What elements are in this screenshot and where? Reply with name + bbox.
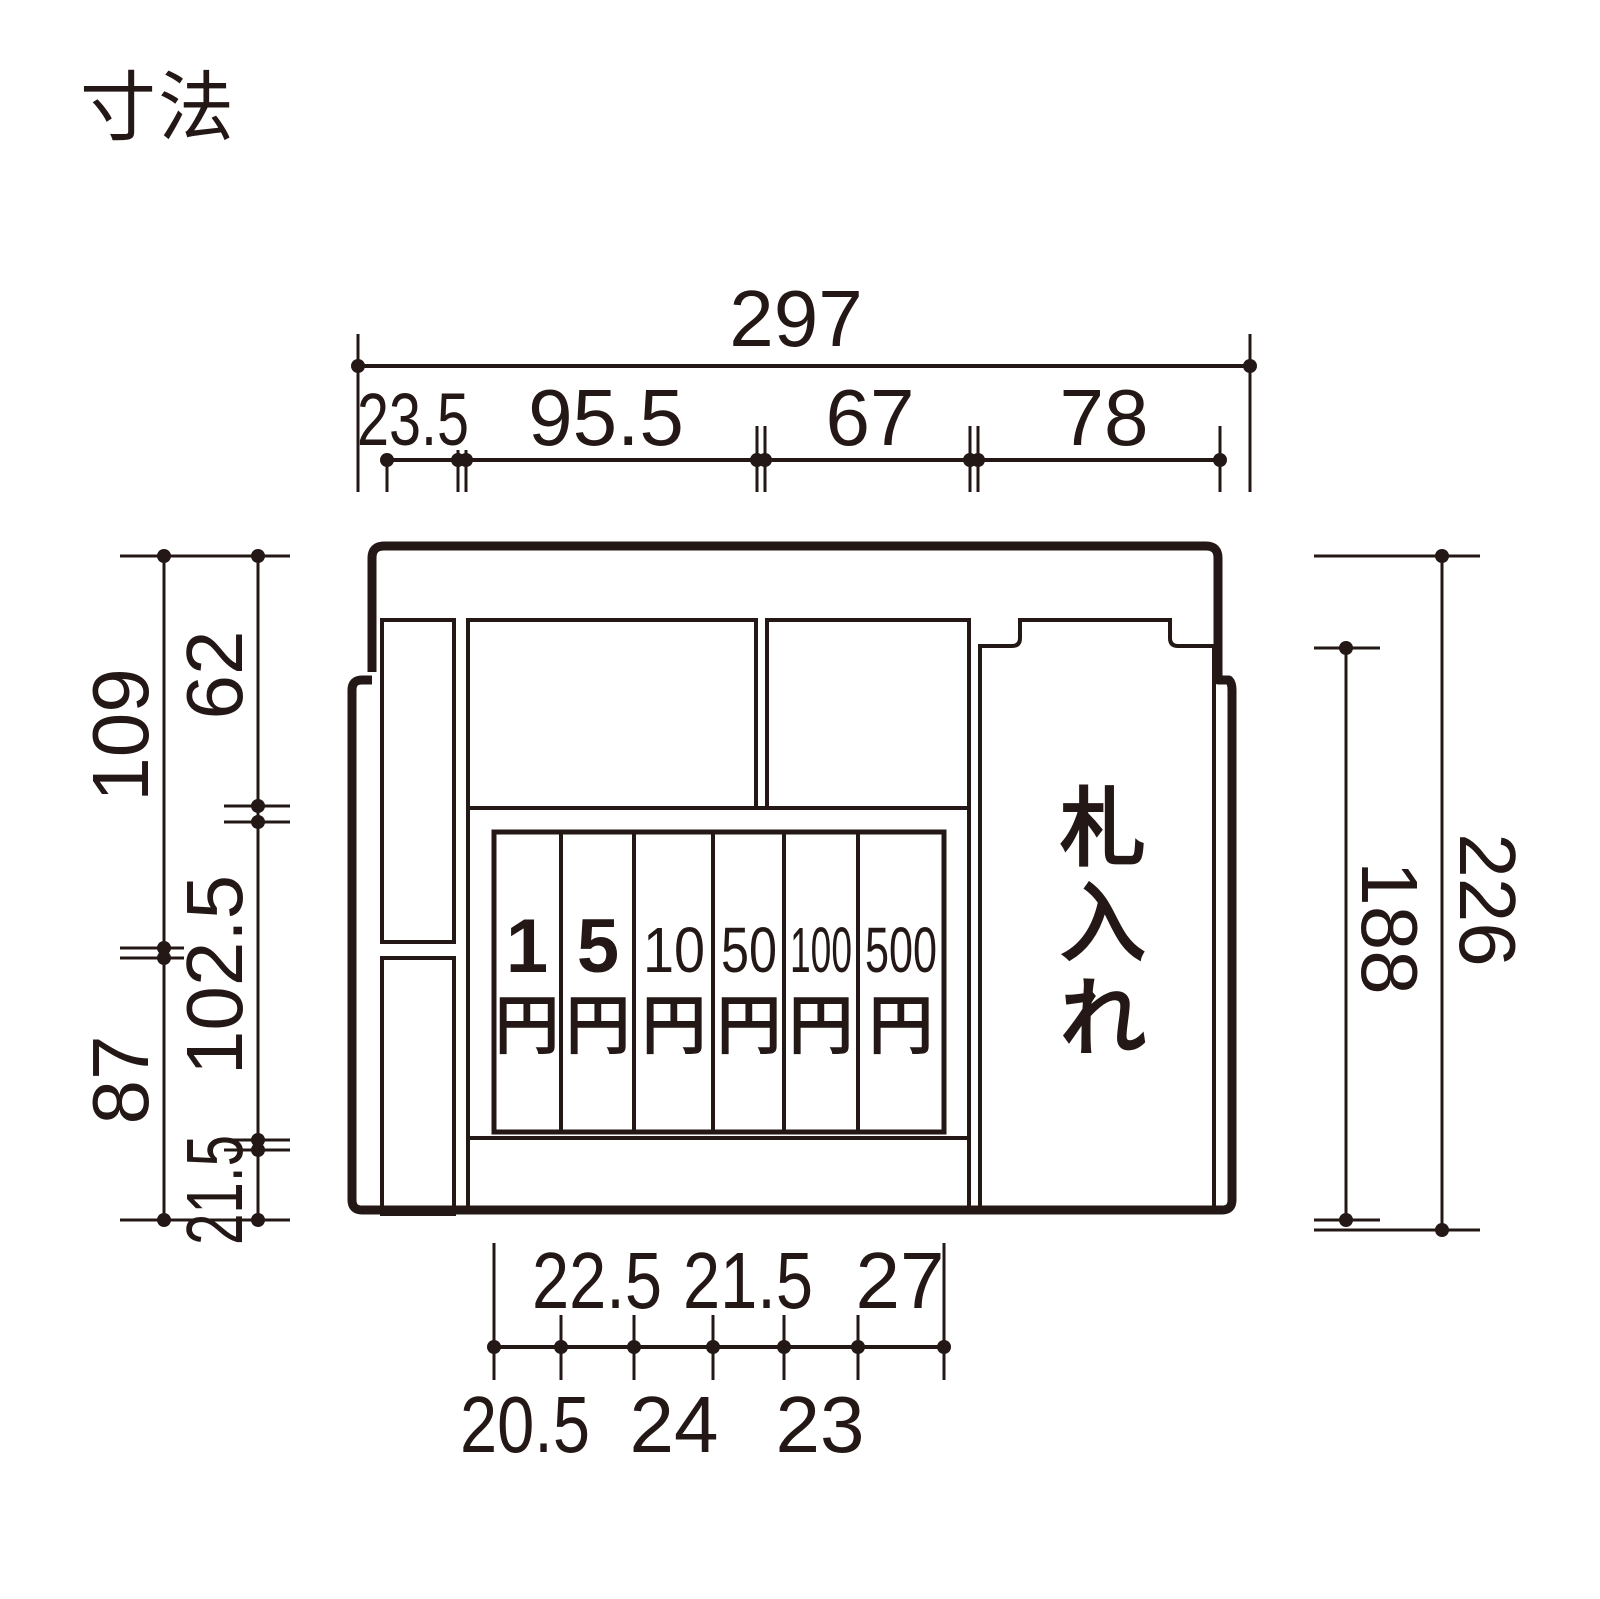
coin-unit-10: 円 — [642, 990, 706, 1064]
tray-outline — [347, 541, 1237, 1215]
coin-unit-100: 円 — [789, 990, 853, 1064]
coin-label-10: 10 — [643, 914, 705, 986]
dim-top-seg-3: 67 — [826, 373, 915, 462]
dim-top-seg-4: 78 — [1060, 373, 1149, 462]
coin-unit-50: 円 — [717, 990, 781, 1064]
left-compartments — [380, 618, 456, 1216]
dim-left-21-5: 21.5 — [170, 1135, 259, 1245]
dim-left-62: 62 — [170, 631, 259, 720]
dim-top-seg-1: 23.5 — [357, 378, 469, 461]
dim-bottom-22-5: 22.5 — [532, 1236, 662, 1325]
coin-tray — [466, 806, 971, 1214]
page-title: 寸法 — [80, 63, 236, 152]
coin-label-5: 5 — [577, 904, 619, 989]
bill-label-char-1: 札 — [1060, 779, 1146, 879]
coin-label-1: 1 — [506, 904, 548, 989]
dim-bottom-21-5: 21.5 — [683, 1236, 813, 1325]
left-dimension-lines: 109 87 62 102.5 21.5 — [76, 549, 290, 1245]
coin-unit-5: 円 — [566, 990, 630, 1064]
coin-label-50: 50 — [721, 914, 777, 986]
coin-unit-500: 円 — [869, 990, 933, 1064]
dim-right-188: 188 — [1345, 861, 1434, 994]
dim-right-226: 226 — [1443, 833, 1532, 966]
coin-label-100: 100 — [790, 914, 852, 986]
coin-label-500: 500 — [865, 914, 937, 986]
dim-overall-width: 297 — [729, 274, 862, 363]
dim-left-87: 87 — [76, 1036, 165, 1125]
dim-bottom-23: 23 — [776, 1380, 865, 1469]
bill-compartment: 札 入 れ — [978, 618, 1216, 1214]
right-dimension-lines: 188 226 — [1314, 549, 1532, 1237]
coin-labels: 1 円 5 円 10 円 50 円 100 円 500 円 — [495, 904, 937, 1064]
bottom-dimension-lines: 22.5 21.5 27 20.5 24 23 — [460, 1236, 951, 1469]
dim-bottom-24: 24 — [630, 1380, 719, 1469]
coin-unit-1: 円 — [495, 990, 559, 1064]
bill-label-char-3: れ — [1060, 969, 1146, 1069]
dim-left-109: 109 — [76, 668, 165, 801]
dim-top-seg-2: 95.5 — [528, 373, 684, 462]
dim-bottom-27: 27 — [856, 1236, 945, 1325]
top-dimension-lines: 297 23.5 95.5 67 78 — [351, 274, 1257, 492]
dim-bottom-20-5: 20.5 — [460, 1380, 590, 1469]
top-compartments — [466, 618, 971, 810]
bill-label-char-2: 入 — [1060, 874, 1146, 974]
dim-left-102-5: 102.5 — [170, 875, 259, 1075]
